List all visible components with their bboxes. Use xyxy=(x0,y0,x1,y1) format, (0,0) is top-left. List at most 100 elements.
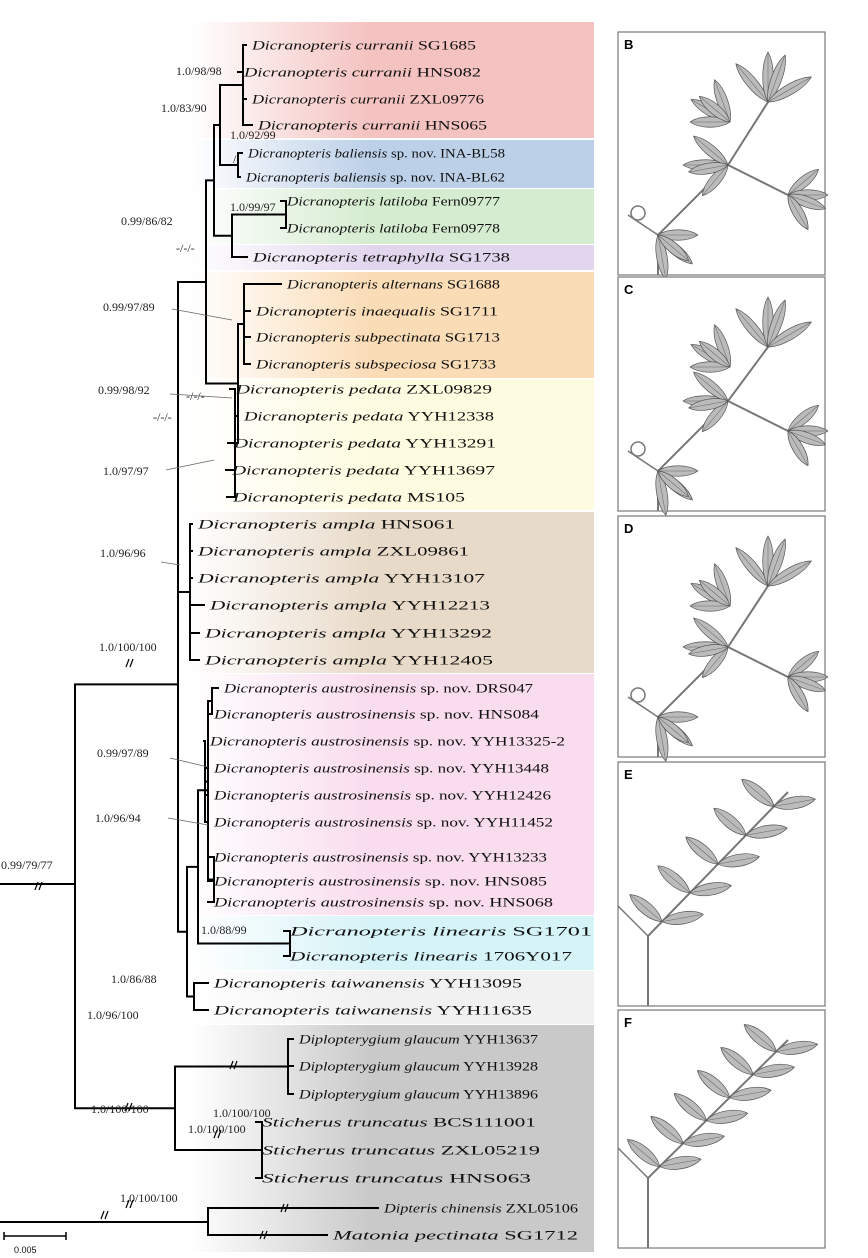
pinna xyxy=(661,911,704,925)
taxon-name: Dicranopteris ampla xyxy=(196,517,376,532)
pinna xyxy=(713,79,731,123)
pinna xyxy=(657,865,691,894)
support-value: 1.0/83/90 xyxy=(161,101,207,115)
tip-label: Dicranopteris austrosinensis sp. nov. HN… xyxy=(213,874,547,889)
voucher: MS105 xyxy=(402,490,465,505)
pinna xyxy=(689,116,731,128)
panel-label: D xyxy=(624,521,633,536)
panel-d: D xyxy=(617,515,829,762)
voucher: SG1685 xyxy=(414,38,476,53)
taxon-name: Dicranopteris baliensis xyxy=(245,170,386,185)
crozier xyxy=(630,205,646,221)
taxon-name: Dicranopteris austrosinensis xyxy=(223,681,416,696)
pinna xyxy=(787,429,827,446)
tip-label: Dicranopteris ampla YYH13292 xyxy=(203,626,492,641)
panel-frame xyxy=(617,31,826,276)
panel-label: B xyxy=(624,37,633,52)
taxon-name: Dicranopteris austrosinensis xyxy=(213,850,409,865)
voucher: YYH13697 xyxy=(400,463,496,478)
branch-break-mark xyxy=(213,1129,222,1139)
pinna xyxy=(767,76,812,103)
tip-label: Dicranopteris curranii ZXL09776 xyxy=(251,92,485,107)
frond-drawing xyxy=(627,51,829,280)
taxon-qualifier: sp. nov. xyxy=(409,734,466,749)
support-value: 0.99/79/77 xyxy=(1,858,53,872)
pinna xyxy=(657,716,690,744)
tip-labels: Dicranopteris curranii SG1685Dicranopter… xyxy=(196,38,592,1243)
taxon-name: Dicranopteris austrosinensis xyxy=(213,874,421,889)
tip-label: Sticherus truncatus BCS111001 xyxy=(262,1115,536,1130)
voucher: YYH12405 xyxy=(387,653,493,668)
voucher: INA-BL62 xyxy=(436,170,505,185)
support-value: 1.0/100/100 xyxy=(213,1106,271,1120)
pinna xyxy=(627,1139,661,1167)
clade-band xyxy=(190,379,594,510)
voucher: SG1738 xyxy=(444,250,510,265)
voucher: YYH13095 xyxy=(425,976,522,991)
pinna xyxy=(705,1109,749,1124)
tip-label: Dicranopteris subspeciosa SG1733 xyxy=(255,357,496,372)
frond-drawing xyxy=(617,1024,819,1248)
pinna xyxy=(655,716,669,762)
pinna xyxy=(682,159,729,171)
taxon-name: Dicranopteris latiloba xyxy=(286,194,429,209)
pinna xyxy=(657,234,690,262)
voucher: YYH12426 xyxy=(468,788,552,803)
tip-label: Dicranopteris austrosinensis sp. nov. YY… xyxy=(213,815,553,830)
pinna xyxy=(690,99,731,123)
taxon-name: Dicranopteris curranii xyxy=(257,118,421,133)
pinna xyxy=(698,95,731,123)
voucher: HNS084 xyxy=(474,707,540,722)
taxon-name: Sticherus truncatus xyxy=(262,1171,443,1186)
voucher: ZXL09776 xyxy=(405,92,484,107)
support-value: 1.0/98/98 xyxy=(176,64,222,78)
pinna xyxy=(735,308,769,348)
tip-label: Dicranopteris linearis SG1701 xyxy=(288,924,592,939)
pinna xyxy=(629,894,663,922)
panel-c: C xyxy=(617,276,829,516)
voucher: ZXL05219 xyxy=(435,1143,540,1158)
pinna xyxy=(701,164,729,197)
tip-label: Diplopterygium glaucum YYH13637 xyxy=(298,1032,539,1047)
panel-b: B xyxy=(617,31,829,280)
tip-label: Dicranopteris linearis 1706Y017 xyxy=(288,949,572,964)
voucher: ZXL09861 xyxy=(372,544,469,559)
taxon-name: Dicranopteris alternans xyxy=(286,277,443,292)
voucher: ZXL05106 xyxy=(502,1201,579,1216)
voucher: SG1711 xyxy=(435,304,498,319)
pinna xyxy=(657,716,693,747)
tip-label: Dicranopteris pedata YYH13291 xyxy=(233,436,496,451)
support-value: 1.0/100/100 xyxy=(91,1102,149,1116)
tip-label: Dicranopteris subpectinata SG1713 xyxy=(255,330,500,345)
support-value: 1.0/88/99 xyxy=(201,923,247,937)
branch-break-mark xyxy=(125,658,134,668)
tip-label: Diplopterygium glaucum YYH13896 xyxy=(298,1087,539,1102)
clade-band xyxy=(190,272,594,378)
taxon-qualifier: sp. nov. xyxy=(416,707,474,722)
voucher: SG1701 xyxy=(506,924,592,939)
pinna xyxy=(762,535,774,587)
tip-label: Dicranopteris ampla ZXL09861 xyxy=(196,544,469,559)
voucher: Fern09777 xyxy=(428,194,501,209)
tip-label: Dicranopteris curranii HNS082 xyxy=(243,65,481,80)
support-value: 1.0/99/97 xyxy=(230,200,276,214)
tip-label: Dicranopteris ampla YYH13107 xyxy=(196,571,485,586)
pinna xyxy=(697,1070,731,1098)
voucher: HNS065 xyxy=(420,118,487,133)
support-value: 1.0/100/100 xyxy=(99,640,157,654)
support-value: 1.0/96/96 xyxy=(100,546,146,560)
tip-label: Dicranopteris austrosinensis sp. nov. YY… xyxy=(213,761,549,776)
taxon-name: Dicranopteris subspeciosa xyxy=(255,357,437,372)
support-value: 0.99/86/82 xyxy=(121,214,173,228)
pinna xyxy=(787,650,820,678)
panel-label: C xyxy=(624,282,634,297)
tip-label: Dicranopteris baliensis sp. nov. INA-BL6… xyxy=(245,170,505,185)
pinna xyxy=(787,404,820,432)
voucher: 1706Y017 xyxy=(478,949,573,964)
pinna xyxy=(701,646,729,679)
taxon-name: Dicranopteris pedata xyxy=(243,409,405,424)
pinna xyxy=(767,54,786,103)
clade-band xyxy=(190,189,594,244)
taxon-name: Matonia pectinata xyxy=(331,1228,499,1243)
branch-break-mark xyxy=(259,1230,268,1240)
